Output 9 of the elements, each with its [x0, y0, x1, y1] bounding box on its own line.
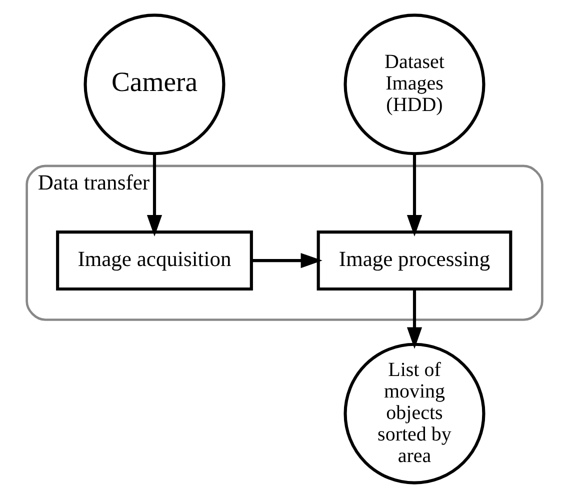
arrow — [251, 252, 322, 268]
node-box: Image processing — [316, 230, 512, 291]
arrow — [406, 290, 422, 349]
node-circle: Dataset Images (HDD) — [344, 14, 486, 156]
node-circle: Camera — [84, 14, 226, 156]
node-box: Image acquisition — [56, 230, 253, 291]
arrow — [406, 154, 422, 237]
node-circle: List of moving objects sorted by area — [344, 342, 486, 484]
arrow — [146, 154, 162, 237]
